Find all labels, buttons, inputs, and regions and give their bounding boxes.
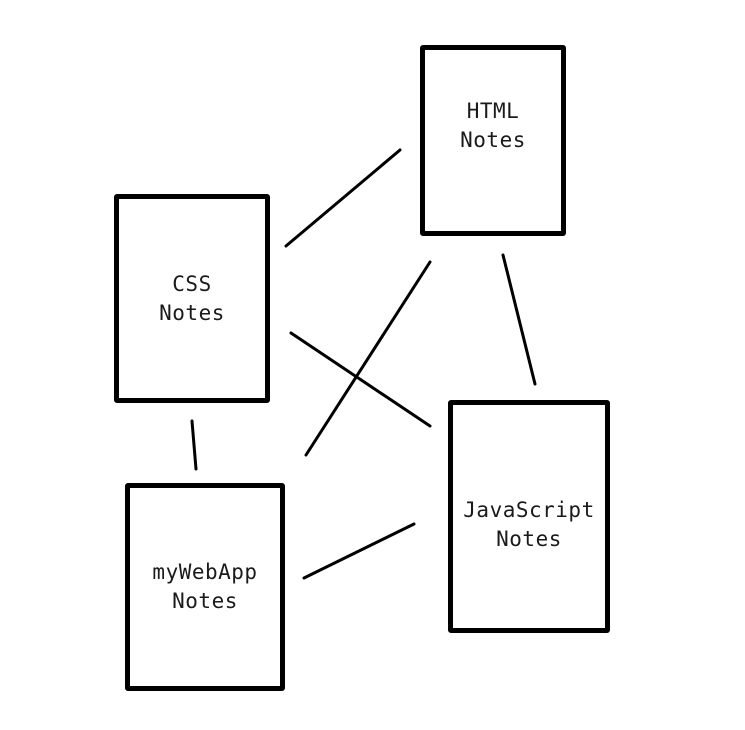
javascript-notes-title: JavaScript [463,497,595,522]
mywebapp-notes-subtitle: Notes [172,589,238,613]
connector-css-mywebapp [190,419,198,471]
mywebapp-notes-title: myWebApp [152,560,258,584]
javascript-notes-box[interactable]: JavaScript Notes [448,400,610,633]
html-notes-subtitle: Notes [460,127,526,152]
mywebapp-notes-box[interactable]: myWebApp Notes [125,483,285,691]
connector-mywebapp-javascript [302,522,416,580]
css-notes-title: CSS [172,271,212,296]
css-notes-box[interactable]: CSS Notes [114,194,270,403]
connector-mywebapp-html [304,260,432,457]
connector-css-javascript [289,331,432,428]
css-notes-subtitle: Notes [159,300,225,325]
connector-css-html [284,148,402,248]
html-notes-box[interactable]: HTML Notes [420,45,566,236]
connector-html-javascript [501,253,537,386]
html-notes-title: HTML [466,98,520,123]
javascript-notes-subtitle: Notes [496,526,562,551]
